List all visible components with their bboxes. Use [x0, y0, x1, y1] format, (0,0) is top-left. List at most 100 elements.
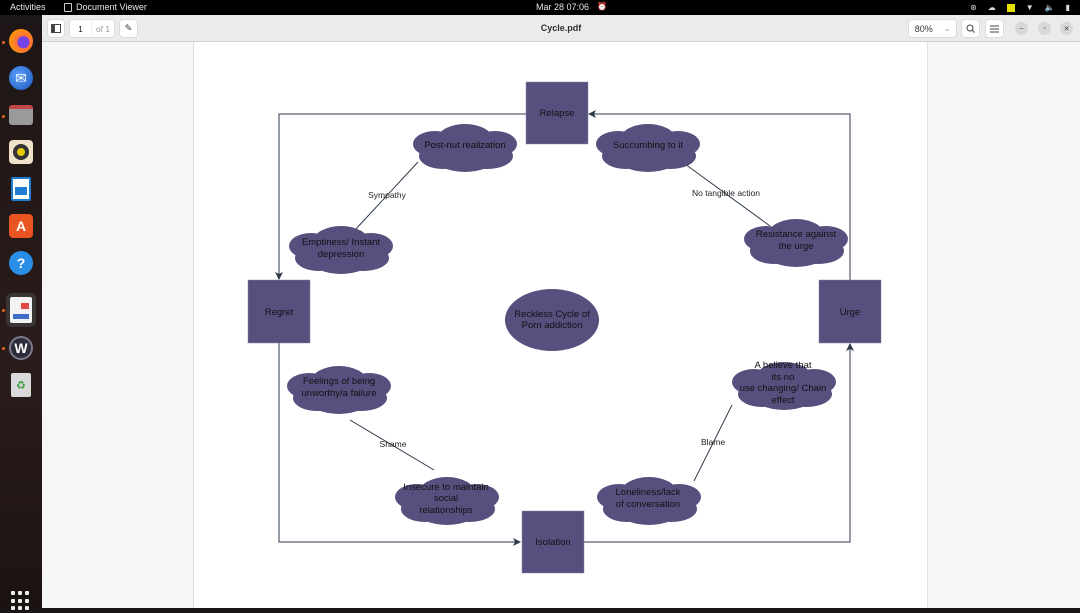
cloud-resistance-line1: Resistance against	[756, 229, 837, 240]
cloud-loneliness-line2: of conversation	[616, 499, 680, 510]
system-top-bar: Activities Document Viewer Mar 28 07:06 …	[0, 0, 1080, 15]
dock-wps[interactable]: W	[6, 333, 36, 363]
stage-isolation	[521, 510, 585, 574]
arrow-urge-to-relapse	[588, 110, 851, 280]
pencil-icon: ✎	[124, 23, 133, 33]
accessibility-icon[interactable]: ⊛	[970, 3, 977, 12]
dock-document-viewer[interactable]	[6, 293, 36, 327]
clock[interactable]: Mar 28 07:06	[536, 2, 590, 12]
cloud-insecure-line1: Insecure to maintain	[403, 482, 489, 493]
search-button[interactable]	[961, 19, 980, 38]
maximize-button[interactable]: ▫	[1038, 22, 1051, 35]
close-button[interactable]: ✕	[1060, 22, 1073, 35]
center-title-ellipse	[505, 289, 599, 351]
app-name: Document Viewer	[76, 2, 147, 12]
dock-files[interactable]	[6, 100, 36, 130]
sidebar-icon	[51, 24, 61, 33]
menu-button[interactable]	[985, 19, 1004, 38]
cloud-insecure-line3: relationships	[419, 505, 473, 516]
document-title: Cycle.pdf	[540, 23, 582, 33]
cloud-resistance-line2: the urge	[779, 241, 814, 252]
chevron-down-icon: ⌄	[944, 25, 951, 33]
annotate-button[interactable]: ✎	[119, 19, 138, 38]
activities-button[interactable]: Activities	[10, 2, 46, 12]
help-icon: ?	[9, 251, 33, 275]
cloud-post-nut-label: Post-nut realization	[424, 140, 505, 151]
stage-regret-label: Regret	[265, 307, 294, 318]
page-number-input[interactable]: 1	[70, 20, 92, 37]
cycle-diagram: Relapse Regret Isolation Urge Reckless C…	[247, 81, 882, 574]
connector-blame	[693, 404, 733, 482]
running-indicator	[2, 347, 5, 350]
show-apps-icon[interactable]	[11, 591, 31, 611]
arrow-relapse-to-regret	[275, 113, 526, 280]
restore-icon: ▫	[1043, 25, 1046, 32]
cloud-emptiness-line2: depression	[318, 249, 364, 260]
store-icon: A	[9, 214, 33, 238]
dock-rhythmbox[interactable]	[6, 137, 36, 167]
dock-app-center[interactable]: A	[6, 211, 36, 241]
speaker-icon	[9, 140, 33, 164]
cloud-believe-line1: A believe that	[754, 360, 811, 371]
stage-relapse-label: Relapse	[540, 108, 575, 119]
pdf-page: Relapse Regret Isolation Urge Reckless C…	[193, 42, 928, 608]
firefox-icon	[9, 29, 33, 53]
cloud-insecure-line2: social	[434, 493, 458, 504]
alarm-icon: ⏰	[597, 2, 607, 11]
center-title-line1: Reckless Cycle of	[514, 309, 590, 320]
document-viewer-icon	[64, 2, 72, 12]
dock: ✉ A ? W ♻	[0, 15, 42, 611]
cloud-believe-line3: use changing/ Chain	[740, 383, 827, 394]
center-title-line2: Porn addiction	[522, 320, 583, 331]
document-view[interactable]: Relapse Regret Isolation Urge Reckless C…	[42, 42, 1080, 608]
app-menu[interactable]: Document Viewer	[64, 2, 147, 12]
connector-sympathy	[354, 161, 419, 231]
zoom-level: 80%	[914, 23, 933, 34]
cloud-believe-line4: effect	[771, 395, 794, 406]
dock-help[interactable]: ?	[6, 248, 36, 278]
connector-no-action	[684, 163, 771, 227]
sidebar-toggle-button[interactable]	[47, 19, 65, 38]
page-total: of 1	[95, 23, 111, 34]
minimize-icon: –	[1019, 25, 1024, 32]
connector-shame-label: Shame	[380, 439, 407, 449]
connector-shame	[349, 419, 435, 471]
stage-urge-label: Urge	[840, 307, 861, 318]
dock-trash[interactable]: ♻	[6, 370, 36, 400]
stage-relapse	[525, 81, 589, 145]
dock-thunderbird[interactable]: ✉	[6, 63, 36, 93]
system-tray[interactable]: ⊛ ☁ ▼ 🔈 ▮	[970, 1, 1070, 14]
cloud-icon[interactable]: ☁	[987, 3, 996, 12]
w-app-icon: W	[9, 336, 33, 360]
connector-blame-label: Blame	[701, 437, 725, 447]
search-icon	[966, 24, 975, 33]
dock-firefox[interactable]	[6, 26, 36, 56]
mail-icon: ✉	[9, 66, 33, 90]
dock-writer[interactable]	[6, 174, 36, 204]
folder-icon	[9, 105, 33, 125]
running-indicator	[2, 41, 5, 44]
hamburger-menu-icon	[990, 25, 999, 32]
running-indicator	[2, 115, 5, 118]
trash-icon: ♻	[11, 373, 31, 397]
zoom-dropdown[interactable]: 80% ⌄	[908, 19, 957, 38]
arrow-regret-to-isolation	[278, 343, 521, 546]
cloud-emptiness-line1: Emptiness/ Instant	[302, 237, 381, 248]
cloud-succumbing-label: Succumbing to it	[613, 140, 684, 151]
page-navigator[interactable]: 1 of 1	[69, 19, 115, 38]
document-icon	[11, 177, 31, 201]
header-bar: 1 of 1 ✎ Cycle.pdf 80% ⌄ – ▫ ✕	[42, 15, 1080, 42]
wifi-icon[interactable]: ▼	[1025, 3, 1034, 12]
notes-indicator-icon[interactable]	[1006, 3, 1015, 12]
stage-regret	[247, 279, 311, 344]
document-viewer-window: 1 of 1 ✎ Cycle.pdf 80% ⌄ – ▫ ✕	[42, 15, 1080, 608]
close-icon: ✕	[1063, 25, 1070, 33]
cloud-feelings-line1: Feelings of being	[303, 376, 375, 387]
volume-icon[interactable]: 🔈	[1044, 3, 1055, 12]
minimize-button[interactable]: –	[1015, 22, 1028, 35]
arrow-isolation-to-urge	[584, 343, 854, 543]
battery-icon[interactable]: ▮	[1065, 3, 1070, 12]
document-viewer-icon	[10, 297, 32, 323]
stage-isolation-label: Isolation	[535, 537, 570, 548]
cloud-loneliness-line1: Loneliness/lack	[616, 487, 681, 498]
